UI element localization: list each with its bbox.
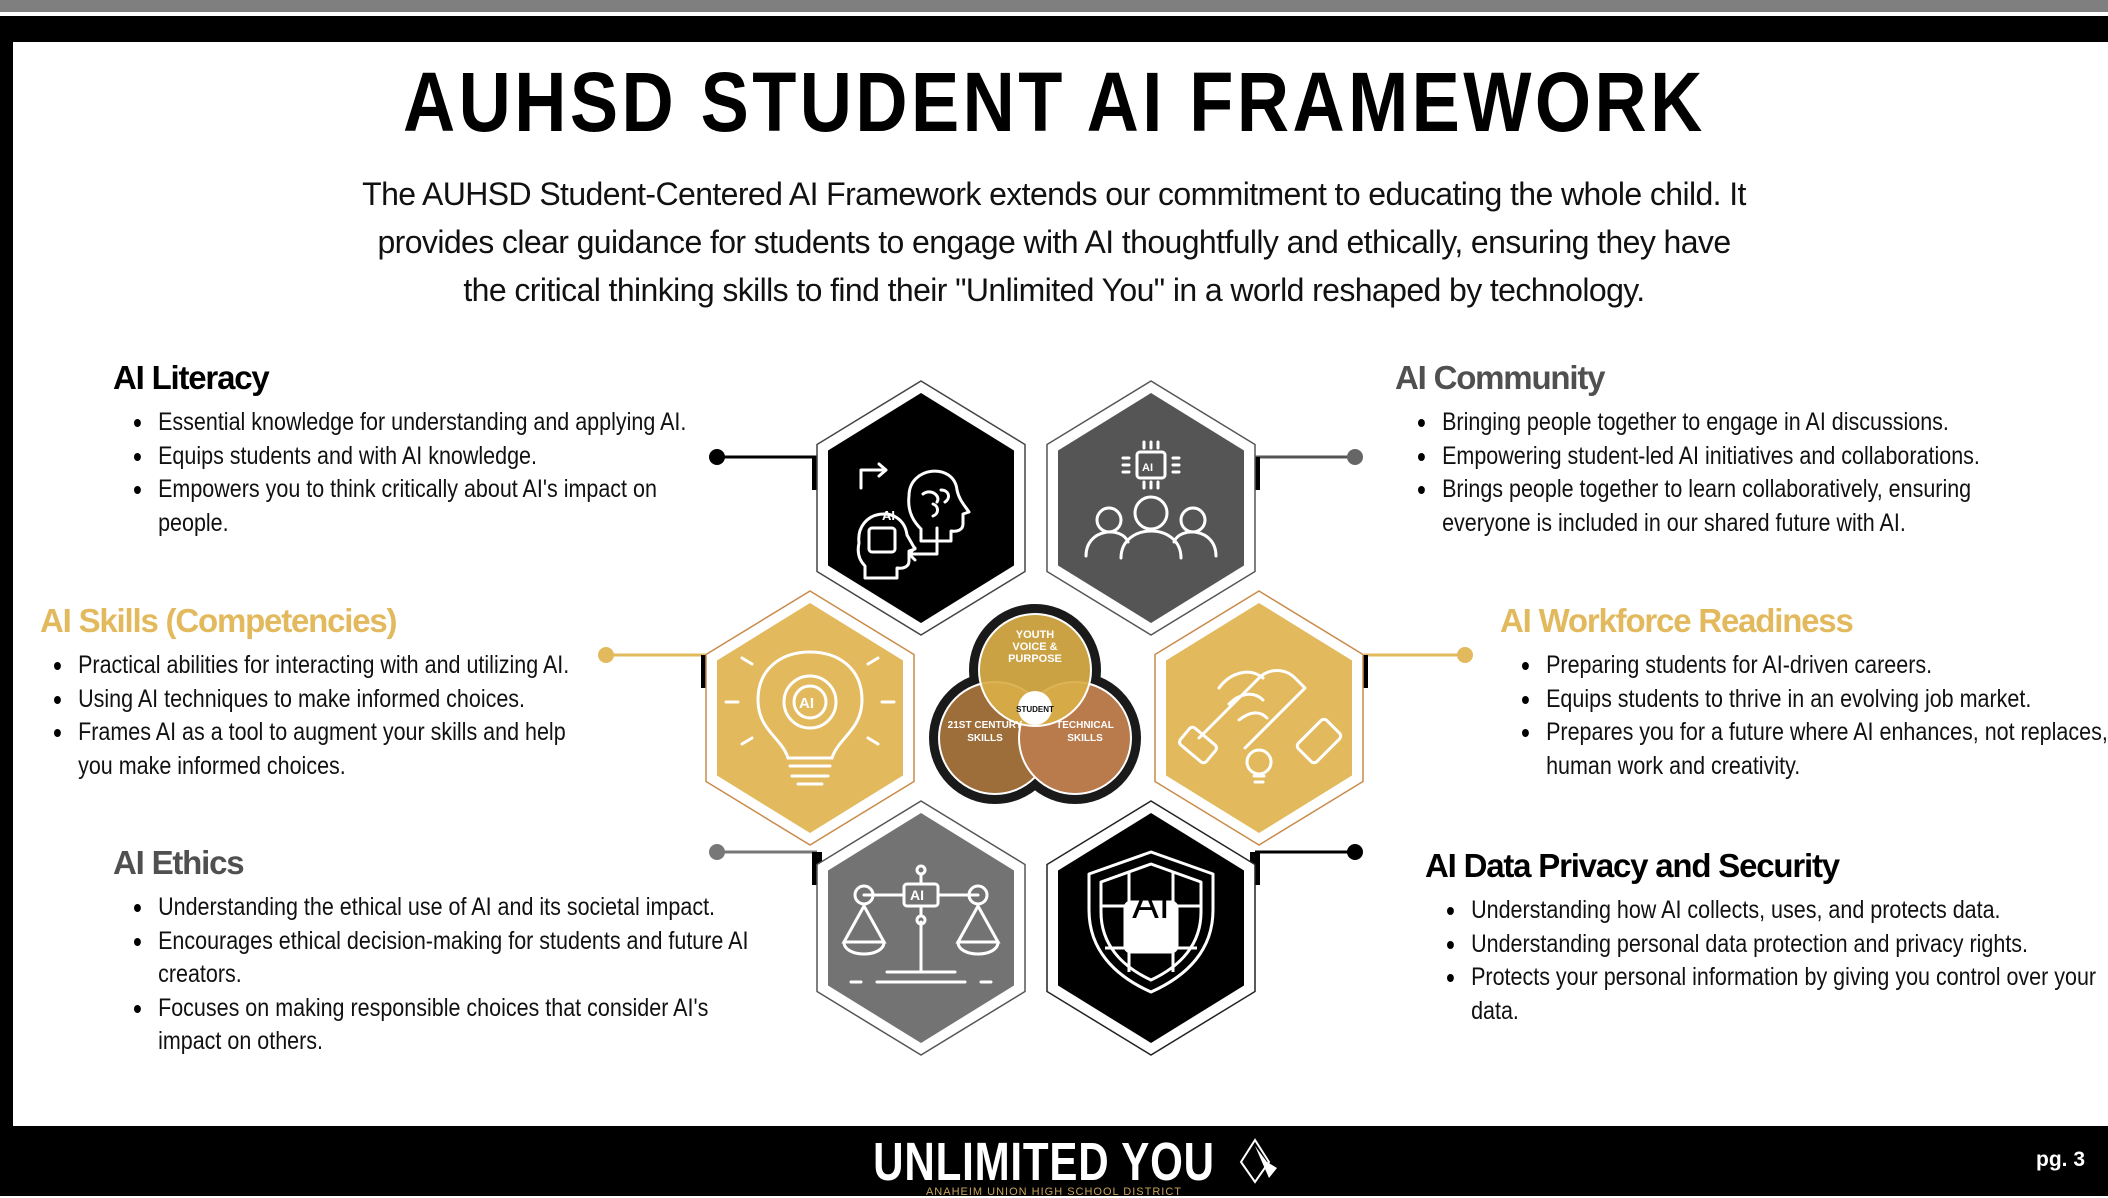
- chip-ai-label: AI: [882, 508, 895, 523]
- section-heading: AI Ethics: [113, 844, 245, 881]
- list-item: Empowering student-led AI initiatives an…: [1418, 440, 2003, 474]
- list-item: Empowers you to think critically about A…: [134, 473, 727, 540]
- list-item: Understanding personal data protection a…: [1447, 928, 2101, 962]
- bullet-list: Understanding how AI collects, uses, and…: [1447, 894, 2101, 1028]
- shield-ai-label: AI: [1132, 883, 1170, 927]
- venn-left-line2: SKILLS: [967, 733, 1003, 744]
- left-border: [0, 42, 13, 1132]
- venn-top-line3: PURPOSE: [1008, 653, 1062, 665]
- diamond-logo-icon: [1240, 1138, 1278, 1184]
- section-ai-literacy: AI Literacy Essential knowledge for unde…: [113, 358, 824, 540]
- connector-community: [1250, 449, 1363, 490]
- section-heading: AI Literacy: [113, 359, 270, 396]
- list-item: Encourages ethical decision-making for s…: [134, 925, 753, 992]
- section-ai-skills: AI Skills (Competencies) Practical abili…: [40, 601, 694, 783]
- community-ai-icon: [1084, 440, 1218, 560]
- bullet-list: Understanding the ethical use of AI and …: [134, 891, 753, 1059]
- page-title: AUHSD STUDENT AI FRAMEWORK: [402, 55, 1706, 149]
- venn-top-line1: YOUTH: [1016, 629, 1055, 641]
- connector-literacy: [709, 449, 822, 490]
- list-item: Preparing students for AI-driven careers…: [1522, 649, 2108, 683]
- hex-ai-workforce: [1166, 603, 1352, 833]
- hex-ai-literacy: [828, 393, 1014, 623]
- handshake-idea-icon: [1178, 669, 1343, 784]
- list-item: Essential knowledge for understanding an…: [134, 406, 727, 440]
- list-item: Frames AI as a tool to augment your skil…: [54, 716, 604, 783]
- connector-workforce: [1358, 647, 1473, 688]
- lightbulb-gear-ai-icon: [724, 650, 896, 786]
- list-item: Equips students and with AI knowledge.: [134, 440, 727, 474]
- connector-skills: [598, 647, 711, 688]
- footer-district: ANAHEIM UNION HIGH SCHOOL DISTRICT: [925, 1186, 1183, 1198]
- brain-ai-exchange-icon: [856, 462, 971, 580]
- venn-right-line1: TECHNICAL: [1056, 720, 1114, 731]
- footer-bar: [0, 1126, 2108, 1196]
- scales-ai-label: AI: [910, 887, 924, 903]
- list-item: Brings people together to learn collabor…: [1418, 473, 2003, 540]
- section-heading: AI Community: [1395, 359, 1605, 396]
- section-heading: AI Data Privacy and Security: [1425, 847, 1840, 884]
- gear-ai-label: AI: [799, 695, 814, 712]
- section-ai-workforce-readiness: AI Workforce Readiness Preparing student…: [1500, 601, 2108, 783]
- section-ai-data-privacy: AI Data Privacy and Security Understandi…: [1425, 846, 2108, 1028]
- footer-brand: UNLIMITED YOU: [872, 1132, 1215, 1192]
- bullet-list: Preparing students for AI-driven careers…: [1522, 649, 2108, 783]
- hex-ai-community: [1058, 393, 1244, 623]
- top-black-bar: [0, 16, 2108, 42]
- list-item: Prepares you for a future where AI enhan…: [1522, 716, 2108, 783]
- venn-center: STUDENT: [1016, 705, 1054, 714]
- connector-privacy: [1250, 844, 1363, 885]
- list-item: Using AI techniques to make informed cho…: [54, 683, 604, 717]
- scales-ai-ethics-icon: [841, 864, 1001, 984]
- top-gray-bar: [0, 0, 2108, 12]
- section-ai-community: AI Community Bringing people together to…: [1395, 358, 2098, 540]
- list-item: Protects your personal information by gi…: [1447, 961, 2101, 1028]
- section-heading: AI Workforce Readiness: [1500, 602, 1854, 639]
- list-item: Bringing people together to engage in AI…: [1418, 406, 2003, 440]
- bullet-list: Bringing people together to engage in AI…: [1418, 406, 2003, 540]
- intro-paragraph: The AUHSD Student-Centered AI Framework …: [362, 176, 1746, 308]
- footer-brand-wrap: UNLIMITED YOU: [0, 1132, 2108, 1192]
- bullet-list: Essential knowledge for understanding an…: [134, 406, 727, 540]
- list-item: Focuses on making responsible choices th…: [134, 992, 753, 1059]
- shield-ai-icon: [1087, 850, 1215, 994]
- venn-top-line2: VOICE &: [1012, 641, 1057, 653]
- list-item: Equips students to thrive in an evolving…: [1522, 683, 2108, 717]
- list-item: Understanding the ethical use of AI and …: [134, 891, 753, 925]
- section-heading: AI Skills (Competencies): [40, 602, 398, 639]
- page-title-wrap: AUHSD STUDENT AI FRAMEWORK: [0, 52, 2108, 152]
- bullet-list: Practical abilities for interacting with…: [54, 649, 604, 783]
- chip-ai-label: AI: [1142, 462, 1153, 474]
- page-number: pg. 3: [2036, 1148, 2086, 1171]
- venn-diagram: [929, 604, 1141, 804]
- list-item: Practical abilities for interacting with…: [54, 649, 604, 683]
- connector-ethics: [709, 844, 822, 885]
- venn-left-line1: 21ST CENTURY: [948, 720, 1023, 731]
- section-ai-ethics: AI Ethics Understanding the ethical use …: [113, 843, 854, 1059]
- list-item: Understanding how AI collects, uses, and…: [1447, 894, 2101, 928]
- venn-right-line2: SKILLS: [1067, 733, 1103, 744]
